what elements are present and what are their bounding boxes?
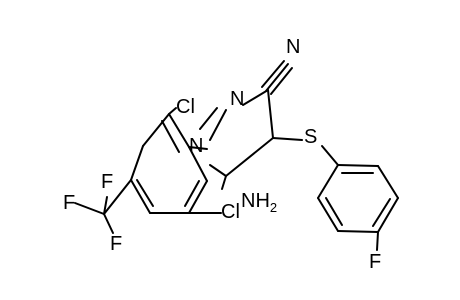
amino-subscript: 2 — [270, 200, 277, 215]
pyrazole-n2-label: N — [230, 88, 244, 110]
n-aryl-bond — [188, 146, 208, 150]
trifluoromethyl-bonds — [74, 179, 132, 234]
para-fluorine-label: F — [369, 251, 381, 273]
amine-bond — [221, 175, 227, 190]
cf3-fluorine-bottom-label: F — [110, 233, 122, 255]
dichlorophenyl-ring — [130, 107, 222, 214]
sulfur-label: S — [304, 126, 317, 148]
thioether-bonds — [272, 137, 339, 166]
amino-label: NH2 — [241, 190, 277, 215]
chlorine-top-label: Cl — [176, 96, 195, 118]
pyrazole-n1-label: N — [189, 135, 203, 157]
pyrazole-ring — [199, 89, 274, 177]
nitrile-nitrogen-label: N — [286, 36, 300, 58]
cf3-fluorine-top-label: F — [101, 171, 113, 193]
nitrile-triple-bond — [261, 60, 293, 95]
cf3-fluorine-left-label: F — [63, 192, 75, 214]
amino-nh-text: NH — [241, 190, 270, 212]
chlorine-bottom-label: Cl — [221, 201, 240, 223]
fluorophenyl-ring — [317, 164, 399, 251]
